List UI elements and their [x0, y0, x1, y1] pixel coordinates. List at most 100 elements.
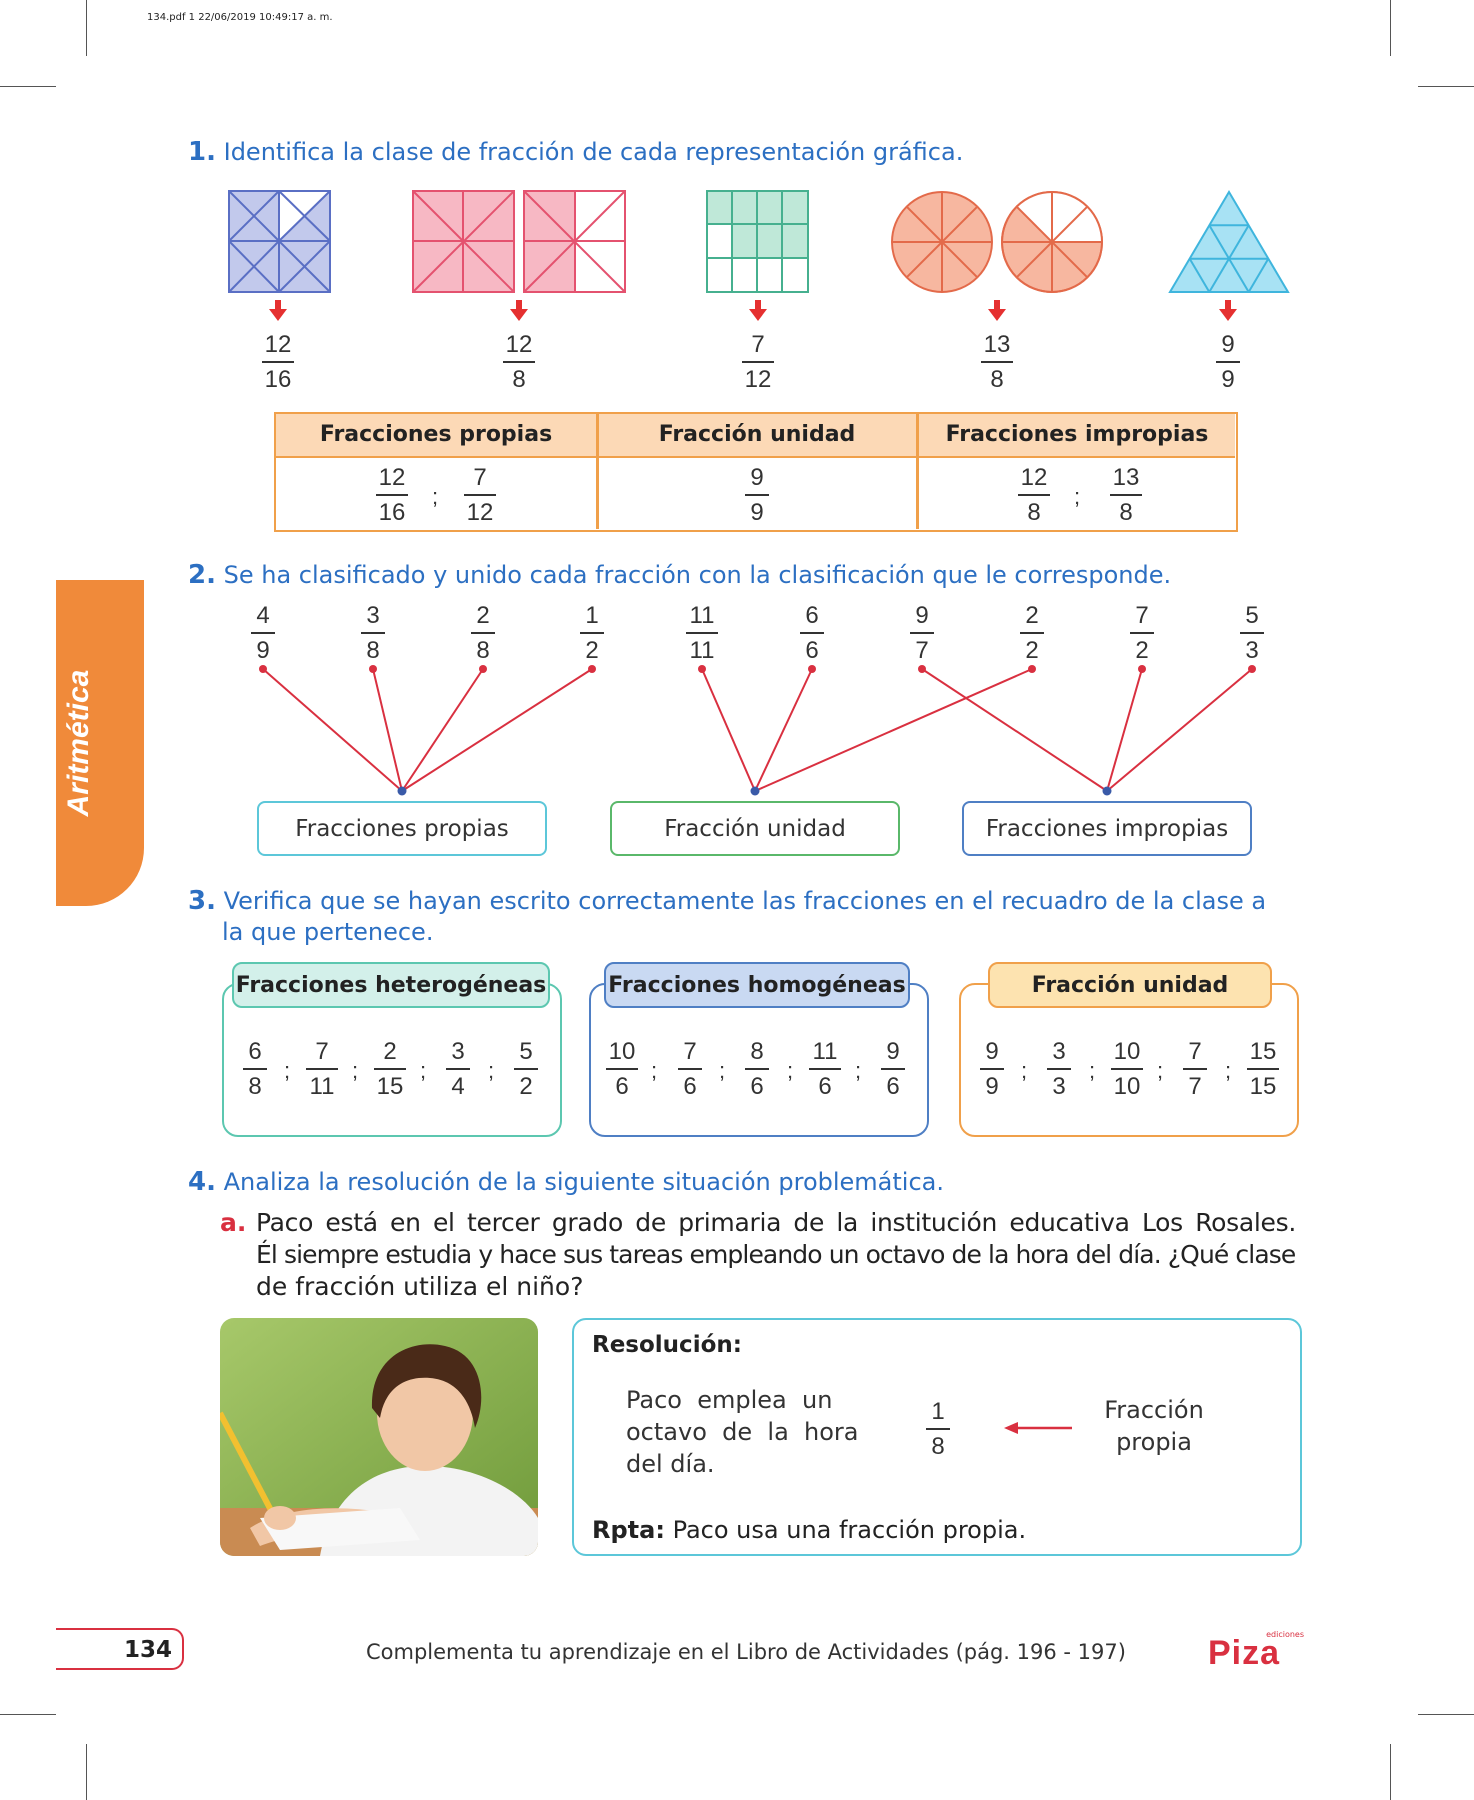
crop-mark: [1418, 86, 1474, 87]
item-text-line2: Él siempre estudia y hace sus tareas emp…: [256, 1240, 1296, 1269]
group-fraccion-unidad-title: Fracción unidad: [988, 962, 1272, 1008]
arrow-down-icon: [269, 300, 287, 321]
separator: ;: [1074, 484, 1081, 509]
q4-title: 4. Analiza la resolución de la siguiente…: [188, 1167, 944, 1197]
separator: ;: [1089, 1058, 1096, 1083]
resolution-text-line1: Paco emplea un: [626, 1386, 833, 1414]
crop-mark: [1418, 1714, 1474, 1715]
q1-number: 1.: [188, 137, 216, 167]
q3-title: 3. Verifica que se hayan escrito correct…: [188, 886, 1266, 916]
crop-mark: [86, 1744, 87, 1800]
figure-blue-square: [228, 190, 331, 293]
q2-title-text: Se ha clasificado y unido cada fracción …: [223, 561, 1172, 589]
q3-title-line2: la que pertenece.: [222, 918, 434, 946]
separator: ;: [719, 1058, 726, 1083]
brand-name: Piza: [1208, 1634, 1281, 1672]
resolution-label-line1: Fracción: [1104, 1396, 1204, 1424]
crop-mark: [0, 86, 56, 87]
separator: ;: [1225, 1058, 1232, 1083]
print-info: 134.pdf 1 22/06/2019 10:49:17 a. m.: [147, 12, 333, 23]
resolution-text-line2: octavo de la hora: [626, 1418, 859, 1446]
figure-green-grid: [706, 190, 809, 293]
answer-label: Rpta:: [592, 1516, 665, 1544]
separator: ;: [420, 1058, 427, 1083]
table-divider: [916, 414, 919, 529]
separator: ;: [787, 1058, 794, 1083]
side-tab: Aritmética: [56, 580, 144, 906]
resolution-text-line3: del día.: [626, 1450, 715, 1478]
classification-table: Fracciones propias Fracción unidad Fracc…: [274, 412, 1238, 532]
crop-mark: [1390, 1744, 1391, 1800]
crop-mark: [0, 1714, 56, 1715]
figure-circles: [891, 191, 1103, 293]
footer-note: Complementa tu aprendizaje en el Libro d…: [366, 1640, 1126, 1664]
page-number-tab: 134: [56, 1628, 184, 1670]
separator: ;: [284, 1058, 291, 1083]
crop-mark: [1390, 0, 1391, 56]
resolution-label-line2: propia: [1116, 1428, 1192, 1456]
table-header-row: [276, 414, 1235, 458]
arrow-down-icon: [988, 300, 1006, 321]
table-header-propias: Fracciones propias: [319, 422, 553, 447]
resolution-text: Paco emplea un octavo de la hora del día…: [626, 1384, 862, 1480]
separator: ;: [432, 484, 439, 509]
brand-small: ediciones: [1266, 1630, 1304, 1639]
arrow-down-icon: [749, 300, 767, 321]
separator: ;: [855, 1058, 862, 1083]
crop-mark: [86, 0, 87, 56]
arrow-down-icon: [510, 300, 528, 321]
q3-number: 3.: [188, 886, 216, 916]
item-text-line1: Paco está en el tercer grado de primaria…: [256, 1208, 1296, 1237]
page-number: 134: [123, 1637, 172, 1663]
arrow-left-icon: [1004, 1422, 1072, 1434]
q4-title-text: Analiza la resolución de la siguiente si…: [223, 1168, 944, 1196]
q2-title: 2. Se ha clasificado y unido cada fracci…: [188, 560, 1171, 590]
q1-title-text: Identifica la clase de fracción de cada …: [223, 138, 964, 166]
figure-cyan-triangle: [1168, 190, 1290, 293]
brand-logo: ediciones Piza: [1208, 1630, 1304, 1674]
box-fraccion-unidad: Fracción unidad: [610, 801, 900, 856]
box-fracciones-impropias: Fracciones impropias: [962, 801, 1252, 856]
table-divider: [596, 414, 599, 529]
answer: Rpta: Paco usa una fracción propia.: [592, 1516, 1026, 1544]
q3-title-line1: Verifica que se hayan escrito correctame…: [223, 887, 1267, 915]
answer-text: Paco usa una fracción propia.: [664, 1516, 1027, 1544]
table-header-unidad: Fracción unidad: [658, 422, 856, 447]
separator: ;: [651, 1058, 658, 1083]
table-header-impropias: Fracciones impropias: [945, 422, 1209, 447]
resolution-title: Resolución:: [592, 1332, 742, 1358]
connection-lines: [259, 665, 1256, 796]
q2-number: 2.: [188, 560, 216, 590]
q1-title: 1. Identifica la clase de fracción de ca…: [188, 137, 963, 167]
arrow-down-icon: [1219, 300, 1237, 321]
